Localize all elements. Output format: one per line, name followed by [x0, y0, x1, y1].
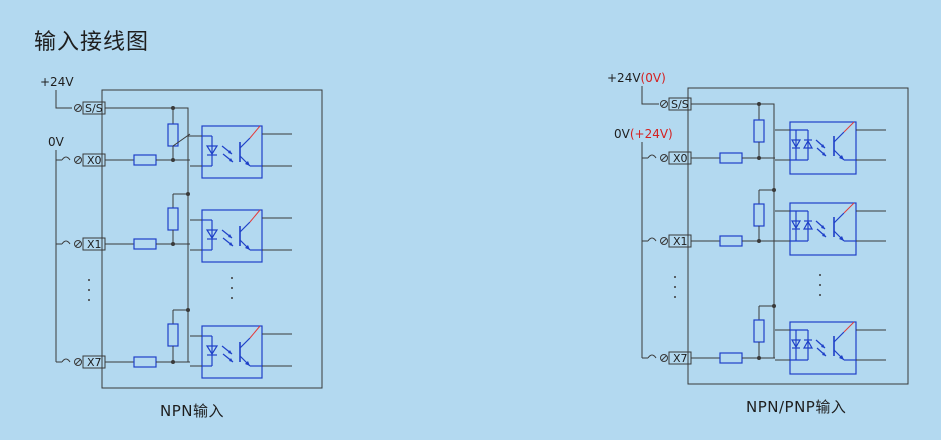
switch-x1	[61, 240, 71, 245]
terminal-x0: X0	[74, 153, 106, 167]
resistor-x1-series	[133, 238, 157, 250]
svg-text:X0: X0	[673, 152, 688, 165]
ellipsis-dots-right	[674, 274, 821, 298]
optocoupler-x1	[189, 209, 293, 263]
terminal-ss: S/S	[74, 101, 106, 115]
module-enclosure-right	[687, 87, 909, 385]
terminal-x7: X7	[74, 355, 106, 369]
optocoupler-x7	[189, 325, 293, 379]
resistor-x1-pull	[167, 207, 179, 231]
svg-text:X7: X7	[87, 356, 102, 369]
resistor-x0-pull	[167, 123, 179, 147]
resistor-x0-series	[133, 154, 157, 166]
svg-text:X7: X7	[673, 352, 688, 365]
resistor-x7-series	[133, 356, 157, 368]
resistor-x1-series-right	[719, 235, 743, 247]
ellipsis-dots	[88, 277, 233, 301]
resistor-x7-pull	[167, 323, 179, 347]
svg-text:X1: X1	[87, 238, 102, 251]
resistor-x7-pull-right	[753, 319, 765, 343]
terminal-x7-right: X7	[660, 351, 692, 365]
resistor-x0-pull-right	[753, 119, 765, 143]
optocoupler-x7-right	[774, 321, 887, 375]
svg-text:X1: X1	[673, 235, 688, 248]
supply-negative-label-right: 0V(+24V)	[614, 127, 673, 141]
switch-x1-right	[647, 237, 657, 242]
supply-negative-label: 0V	[48, 135, 65, 149]
wire-24v	[55, 90, 72, 109]
npn-caption: NPN输入	[160, 402, 224, 420]
terminal-x1: X1	[74, 237, 106, 251]
supply-positive-label-right: +24V(0V)	[607, 71, 666, 85]
switch-x7	[61, 358, 71, 363]
svg-text:S/S: S/S	[671, 98, 689, 111]
resistor-x1-pull-right	[753, 203, 765, 227]
switch-x0-right	[647, 154, 657, 159]
optocoupler-x1-right	[774, 202, 887, 256]
terminal-x0-right: X0	[660, 151, 692, 165]
supply-positive-label: +24V	[40, 75, 74, 89]
switch-x0	[61, 156, 71, 161]
resistor-x0-series-right	[719, 152, 743, 164]
optocoupler-x0-right	[774, 121, 887, 175]
npn-diagram: +24V 0V S/S X0	[40, 75, 323, 420]
switch-x7-right	[647, 354, 657, 359]
optocoupler-x0	[189, 125, 293, 179]
svg-text:S/S: S/S	[85, 102, 103, 115]
page-title: 输入接线图	[34, 30, 150, 55]
npn-pnp-caption: NPN/PNP输入	[746, 398, 846, 416]
terminal-ss-right: S/S	[660, 97, 692, 111]
terminal-x1-right: X1	[660, 234, 692, 248]
module-enclosure	[101, 89, 323, 389]
npn-pnp-diagram: +24V(0V) 0V(+24V) S/S X0	[607, 71, 909, 416]
svg-text:X0: X0	[87, 154, 102, 167]
resistor-x7-series-right	[719, 352, 743, 364]
